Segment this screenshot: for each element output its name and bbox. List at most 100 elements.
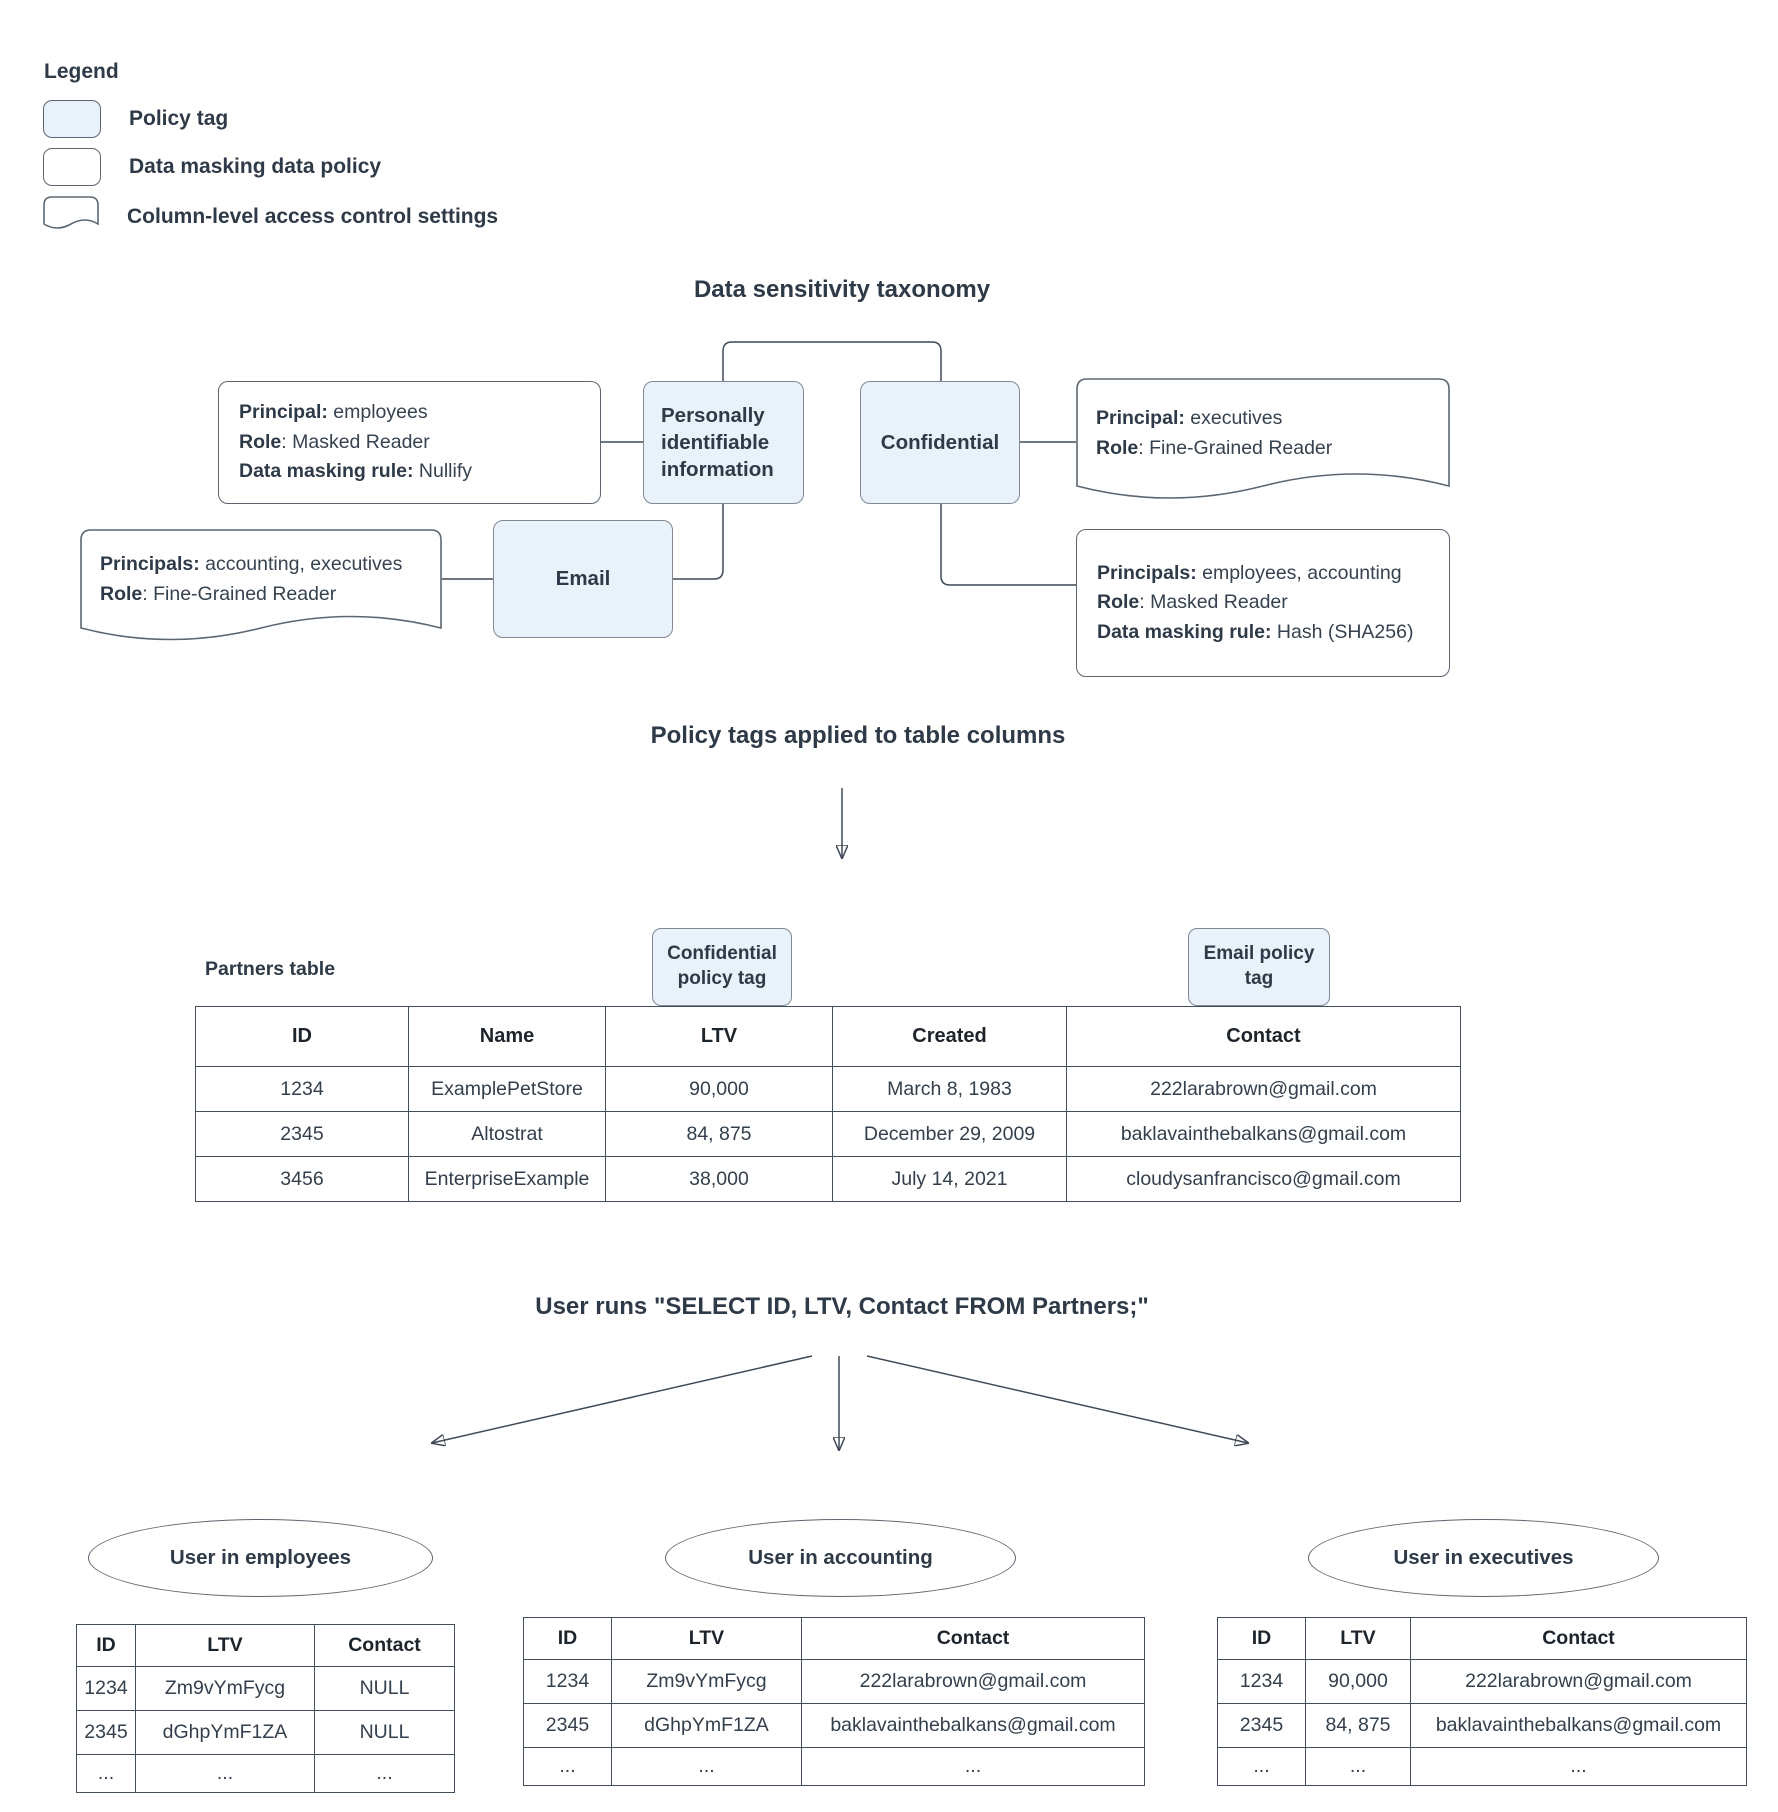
table-cell: cloudysanfrancisco@gmail.com bbox=[1066, 1156, 1461, 1202]
table-cell: 38,000 bbox=[605, 1156, 833, 1202]
table-cell: 84, 875 bbox=[1305, 1703, 1411, 1748]
table-cell: ... bbox=[1410, 1747, 1747, 1786]
table-cell: 90,000 bbox=[605, 1066, 833, 1112]
connector-pii-to-email bbox=[673, 504, 724, 580]
email-policy-tag-chip: Email policy tag bbox=[1188, 928, 1330, 1006]
table-cell: EnterpriseExample bbox=[408, 1156, 606, 1202]
column-header: Contact bbox=[314, 1624, 455, 1667]
table-cell: ... bbox=[76, 1754, 136, 1793]
note-line: Role: Masked Reader bbox=[239, 430, 430, 453]
legend-label: Column-level access control settings bbox=[127, 205, 499, 228]
table-cell: ... bbox=[1217, 1747, 1306, 1786]
taxonomy-title: Data sensitivity taxonomy bbox=[693, 276, 991, 303]
confidential-policy-tag-chip: Confidential policy tag bbox=[652, 928, 792, 1006]
table-cell: 84, 875 bbox=[605, 1111, 833, 1157]
table-cell: 2345 bbox=[523, 1703, 612, 1748]
table-cell: December 29, 2009 bbox=[832, 1111, 1067, 1157]
table-cell: 1234 bbox=[76, 1666, 136, 1711]
table-cell: NULL bbox=[314, 1666, 455, 1711]
table-cell: ... bbox=[314, 1754, 455, 1793]
table-cell: ... bbox=[611, 1747, 802, 1786]
document-shape bbox=[80, 529, 442, 641]
note-line: Role: Fine-Grained Reader bbox=[100, 583, 337, 605]
query-title: User runs "SELECT ID, LTV, Contact FROM … bbox=[535, 1293, 1149, 1320]
legend-item-data-masking-policy: Data masking data policy bbox=[43, 148, 381, 186]
group-ellipse-executives: User in executives bbox=[1308, 1519, 1659, 1597]
table-cell: 2345 bbox=[1217, 1703, 1306, 1748]
table-cell: NULL bbox=[314, 1710, 455, 1755]
table-cell: ... bbox=[523, 1747, 612, 1786]
table-cell: 1234 bbox=[1217, 1659, 1306, 1704]
legend-title: Legend bbox=[44, 60, 119, 83]
arrow-query-right bbox=[866, 1355, 1248, 1443]
legend-item-column-access: Column-level access control settings bbox=[43, 196, 498, 238]
applied-title: Policy tags applied to table columns bbox=[650, 722, 1066, 749]
column-header: Name bbox=[408, 1006, 606, 1067]
note-line: Principals: accounting, executives bbox=[100, 553, 403, 576]
data-masking-policy-swatch bbox=[43, 148, 101, 186]
policy-tag-email: Email bbox=[493, 520, 673, 638]
table-cell: 3456 bbox=[195, 1156, 409, 1202]
table-cell: 2345 bbox=[76, 1710, 136, 1755]
table-cell: ... bbox=[1305, 1747, 1411, 1786]
column-header: ID bbox=[523, 1617, 612, 1660]
table-cell: Zm9vYmFycg bbox=[135, 1666, 315, 1711]
column-access-swatch bbox=[43, 196, 99, 238]
table-cell: Zm9vYmFycg bbox=[611, 1659, 802, 1704]
table-cell: 2345 bbox=[195, 1111, 409, 1157]
partners-table-label: Partners table bbox=[205, 958, 336, 980]
table-row: ......... bbox=[1217, 1747, 1747, 1786]
table-cell: March 8, 1983 bbox=[832, 1066, 1067, 1112]
column-header: LTV bbox=[611, 1617, 802, 1660]
legend-item-policy-tag: Policy tag bbox=[43, 100, 228, 138]
table-cell: dGhpYmF1ZA bbox=[611, 1703, 802, 1748]
table-cell: Altostrat bbox=[408, 1111, 606, 1157]
table-cell: 222larabrown@gmail.com bbox=[801, 1659, 1145, 1704]
column-header: LTV bbox=[605, 1006, 833, 1067]
note-line: Principal: executives bbox=[1096, 407, 1283, 430]
table-cell: baklavainthebalkans@gmail.com bbox=[1410, 1703, 1747, 1748]
connector-confidential-to-hash bbox=[940, 504, 1076, 586]
policy-tag-pii: Personally identifiable information bbox=[643, 381, 804, 504]
connector-taxonomy-bracket bbox=[722, 341, 942, 381]
column-header: Contact bbox=[1410, 1617, 1747, 1660]
document-shape-icon bbox=[43, 196, 99, 229]
table-cell: baklavainthebalkans@gmail.com bbox=[1066, 1111, 1461, 1157]
table-cell: ... bbox=[801, 1747, 1145, 1786]
document-shape bbox=[1076, 378, 1450, 499]
note-line: Role: Fine-Grained Reader bbox=[1096, 437, 1333, 459]
note-line: Principal: employees bbox=[239, 401, 428, 424]
note-line: Data masking rule: Nullify bbox=[239, 460, 472, 483]
table-cell: ExamplePetStore bbox=[408, 1066, 606, 1112]
column-header: Created bbox=[832, 1006, 1067, 1067]
note-line: Principals: employees, accounting bbox=[1097, 561, 1402, 584]
legend-label: Policy tag bbox=[129, 107, 229, 130]
legend-label: Data masking data policy bbox=[129, 155, 382, 178]
table-row: ......... bbox=[76, 1754, 455, 1793]
table-cell: 222larabrown@gmail.com bbox=[1066, 1066, 1461, 1112]
table-cell: 1234 bbox=[523, 1659, 612, 1704]
table-cell: 222larabrown@gmail.com bbox=[1410, 1659, 1747, 1704]
note-line: Data masking rule: Hash (SHA256) bbox=[1097, 620, 1414, 643]
